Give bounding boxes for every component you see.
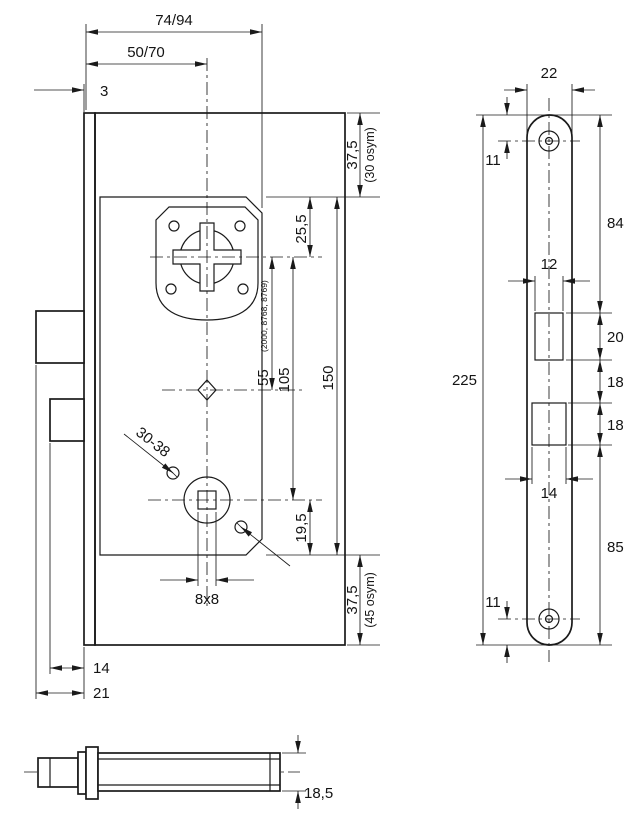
dim-case-thickness-label: 18,5 — [304, 785, 333, 802]
extension-lines — [476, 84, 612, 646]
dim-case-top-to-cylinder-label: 25,5 — [293, 214, 310, 243]
dim-faceplate-thickness-label: 3 — [100, 83, 108, 100]
dim-backset-label: 50/70 — [127, 44, 165, 61]
dim-latch-cutout-height-label: 20 — [607, 329, 624, 346]
lock-body-outline — [94, 112, 346, 646]
dim-deadbolt-throw-label: 14 — [93, 660, 110, 677]
dim-bottom-screw-offset-label: 11 — [485, 594, 501, 611]
dim-latch-cutout-width-label: 12 — [541, 256, 558, 273]
fixing-hole — [168, 220, 180, 232]
left-view: 74/94 50/70 3 37,5 (30 osym) 25,5 55 (20… — [34, 12, 380, 702]
dim-bottom-offset-label: 37,5 — [344, 585, 361, 614]
dim-bottom-offset-note: (45 osym) — [363, 572, 377, 628]
dim-top-to-latch-cutout-label: 84 — [607, 215, 624, 232]
extension-lines — [35, 24, 380, 699]
dim-faceplate-width-label: 22 — [541, 65, 558, 82]
dim-bolt-cutout-height-label: 18 — [607, 417, 624, 434]
dim-top-offset-note: (30 osym) — [363, 127, 377, 183]
right-view: 22 11 84 12 20 18 18 14 85 11 225 — [452, 65, 624, 663]
faceplate-edge — [83, 112, 96, 646]
lock-case — [99, 196, 263, 556]
dimension-lines — [34, 29, 363, 696]
dim-follower-to-bottom-label: 19,5 — [293, 513, 310, 542]
centerlines — [498, 98, 580, 662]
deadbolt — [49, 398, 85, 442]
dim-cylinder-cc-label: 55 — [255, 369, 272, 386]
latch-bolt-section — [37, 757, 79, 788]
dim-latch-throw-label: 21 — [93, 685, 110, 702]
dim-top-offset-label: 37,5 — [344, 140, 361, 169]
dim-follower-square-label: 8x8 — [195, 591, 219, 608]
dim-bolt-to-bottom-label: 85 — [607, 539, 624, 556]
dim-stud-distance-label: 30-38 — [132, 424, 173, 461]
dim-top-screw-offset-label: 11 — [485, 152, 501, 169]
dim-bolt-cutout-width-label: 14 — [541, 485, 558, 502]
dim-cutout-gap-label: 18 — [607, 374, 624, 391]
dimension-lines — [480, 87, 603, 663]
extension-lines — [282, 752, 306, 792]
faceplate-backing-section — [77, 751, 87, 795]
fixing-hole — [165, 283, 177, 295]
dim-overall-depth-label: 74/94 — [155, 12, 193, 29]
dim-case-height-label: 150 — [320, 365, 337, 390]
fixing-hole — [237, 283, 249, 295]
dim-faceplate-height-label: 225 — [452, 372, 477, 389]
cylinder-fixing-holes — [165, 220, 249, 295]
fixing-hole — [234, 220, 246, 232]
faceplate-front — [526, 114, 573, 646]
section-view: 18,5 — [24, 735, 333, 809]
dim-cylinder-cc-note: (2000, 8768, 8769) — [259, 280, 269, 352]
dim-cylinder-to-follower-label: 105 — [276, 367, 293, 392]
latch-bolt — [35, 310, 85, 364]
faceplate-section — [85, 746, 99, 800]
